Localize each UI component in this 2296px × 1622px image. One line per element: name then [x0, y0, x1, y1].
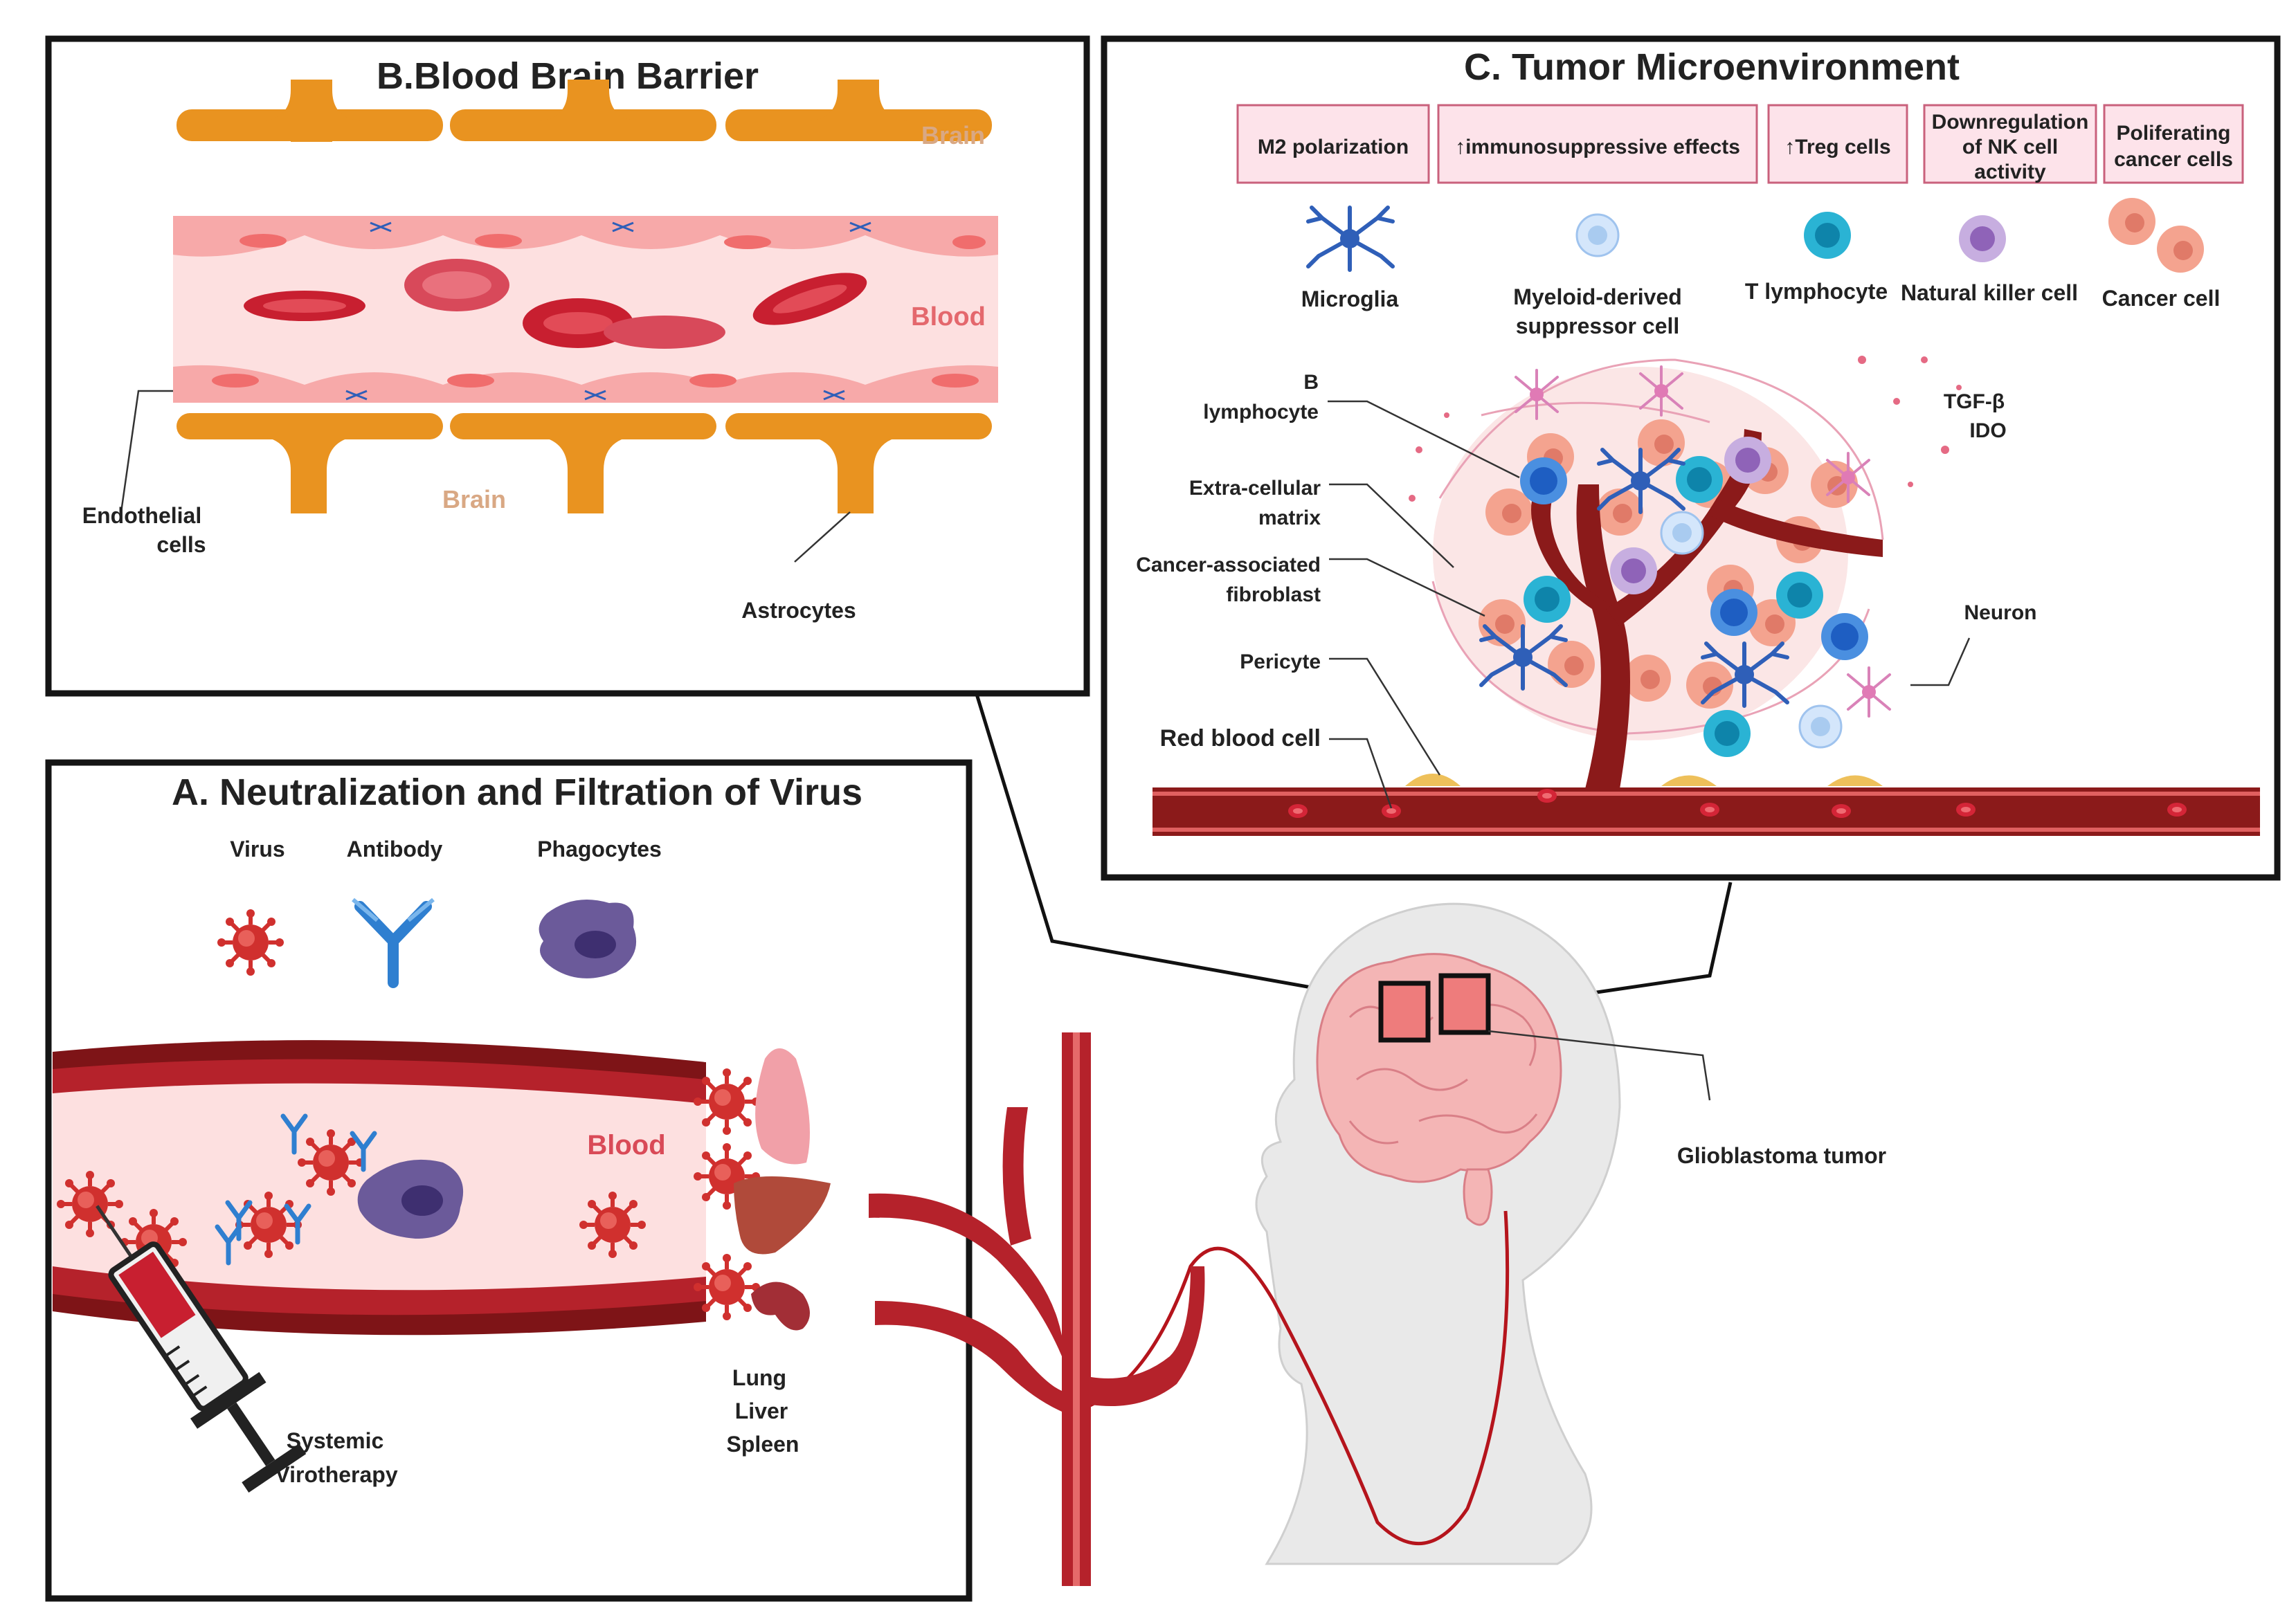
panel-a-vessel	[53, 1040, 706, 1336]
mdsc-icon	[1575, 213, 1620, 257]
virus-legend-icon	[217, 909, 284, 976]
mdsc-label-line2: suppressor cell	[1516, 313, 1680, 338]
organ-label-lung: Lung	[732, 1365, 786, 1390]
organ-lung-icon	[694, 1048, 810, 1165]
effect-boxes: M2 polarization ↑immunosuppressive effec…	[1236, 104, 2244, 184]
t-lymphocyte-icon	[1804, 212, 1851, 259]
endothelial-label-line1: Endothelial	[82, 503, 201, 528]
phagocyte-legend-icon	[539, 900, 637, 978]
effect-box-immunosuppressive	[1437, 104, 1758, 184]
pericyte-label: Pericyte	[1240, 650, 1321, 673]
t-lymphocyte-label: T lymphocyte	[1745, 279, 1888, 304]
effect-label-immunosuppressive: ↑immunosuppressive effects	[1455, 136, 1740, 158]
therapy-label-line1: Systemic	[287, 1428, 384, 1453]
red-blood-cell-label: Red blood cell	[1160, 725, 1321, 751]
ecm-label-line2: matrix	[1258, 507, 1321, 529]
microglia-label: Microglia	[1301, 286, 1399, 311]
cancer-cell-label: Cancer cell	[2102, 286, 2221, 311]
tumor-mass	[1409, 356, 1962, 789]
nk-cell-label: Natural killer cell	[1901, 280, 2078, 305]
panel-blood-brain-barrier: B.Blood Brain Barrier Brain	[45, 35, 1090, 697]
panel-tumor-microenvironment: C. Tumor Microenvironment M2 polarizatio…	[1101, 35, 2281, 881]
effect-label-m2: M2 polarization	[1258, 136, 1409, 158]
caf-label-line2: fibroblast	[1226, 583, 1321, 606]
astrocytes-label: Astrocytes	[741, 598, 856, 623]
organ-label-spleen: Spleen	[727, 1432, 799, 1457]
caf-label-line1: Cancer-associated	[1136, 554, 1321, 576]
therapy-label-line2: Virotherapy	[275, 1462, 397, 1487]
caf-leader	[1329, 558, 1485, 617]
endothelial-leader	[120, 390, 173, 513]
phagocytes-legend-label: Phagocytes	[537, 837, 662, 862]
b-lymphocyte-label-line1: B	[1303, 371, 1319, 394]
b-lymphocyte-label-line2: lymphocyte	[1203, 401, 1319, 423]
tgf-beta-label: TGF-β	[1944, 390, 2005, 413]
nk-cell-icon	[1959, 215, 2006, 262]
organ-spleen-icon	[694, 1254, 810, 1331]
panel-c-title: C. Tumor Microenvironment	[1464, 46, 1960, 88]
effect-label-proliferating-line2: cancer cells	[2114, 148, 2233, 171]
tumor-box-right	[1438, 973, 1491, 1035]
connector-b	[974, 691, 1382, 1002]
neuron-leader	[1910, 637, 1971, 686]
effect-label-proliferating-line1: Poliferating	[2116, 122, 2230, 145]
blood-label-a: Blood	[587, 1130, 665, 1160]
effect-box-treg	[1767, 104, 1908, 184]
effect-label-nk-line1: Downregulation	[1932, 111, 2089, 134]
effect-label-nk-line2: of NK cell	[1962, 136, 2058, 158]
red-blood-cell-leader	[1329, 738, 1393, 809]
endothelial-label-line2: cells	[156, 532, 206, 557]
ecm-leader	[1329, 483, 1454, 568]
b-lymphocyte-leader	[1328, 400, 1520, 479]
effect-box-proliferating	[2103, 104, 2244, 184]
antibody-legend-label: Antibody	[347, 837, 443, 862]
pericyte-leader	[1329, 657, 1441, 776]
antibody-legend-icon	[352, 897, 435, 988]
tumor-vessel	[1152, 774, 2260, 836]
blood-label-b: Blood	[911, 302, 986, 331]
ido-label: IDO	[1969, 419, 2006, 442]
head-illustration: Glioblastoma tumor	[1083, 902, 1886, 1565]
vessel-tree	[869, 1032, 1205, 1586]
brain-label-top: Brain	[921, 121, 985, 149]
mdsc-label-line1: Myeloid-derived	[1513, 284, 1682, 309]
organ-liver-icon	[694, 1143, 831, 1255]
organ-label-liver: Liver	[735, 1398, 788, 1423]
glioblastoma-label: Glioblastoma tumor	[1677, 1143, 1886, 1168]
artery-line	[1083, 1210, 1510, 1546]
effect-box-m2	[1236, 104, 1430, 184]
neuron-label: Neuron	[1964, 601, 2037, 624]
effect-label-nk-line3: activity	[1974, 161, 2046, 183]
effect-label-treg: ↑Treg cells	[1784, 136, 1890, 158]
astrocytes-top	[177, 80, 992, 142]
virus-legend-label: Virus	[230, 837, 284, 862]
glioblastoma-leader	[1488, 1030, 1711, 1101]
effect-box-nk	[1923, 104, 2097, 184]
astrocytes-bottom	[177, 413, 992, 513]
panel-a-title: A. Neutralization and Filtration of Viru…	[172, 772, 862, 813]
tumor-box-left	[1378, 981, 1431, 1043]
ecm-label-line1: Extra-cellular	[1189, 477, 1321, 500]
brain-label-bottom: Brain	[442, 485, 506, 513]
bbb-vessel	[173, 216, 998, 403]
syringe-icon	[96, 1205, 307, 1493]
panel-neutralization-filtration: A. Neutralization and Filtration of Viru…	[45, 759, 973, 1602]
astrocytes-leader	[794, 511, 851, 563]
